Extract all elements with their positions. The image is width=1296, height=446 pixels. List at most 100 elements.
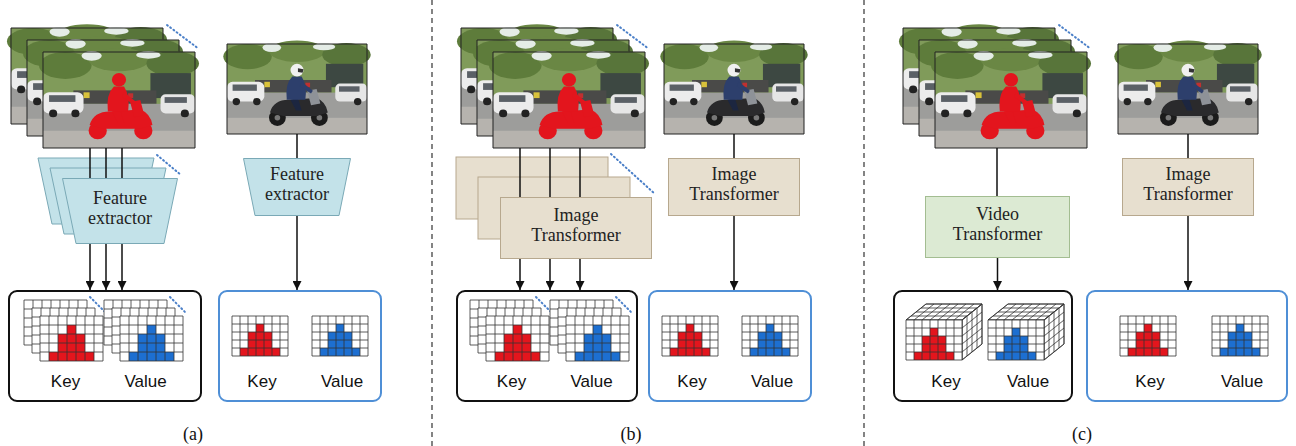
highlight-cell	[58, 334, 67, 343]
car-wheel	[1245, 98, 1252, 105]
highlight-cell	[1012, 352, 1020, 360]
highlight-cell	[930, 328, 938, 336]
grid-line	[147, 316, 148, 361]
grid-line	[486, 325, 549, 326]
value-label: Value	[321, 372, 363, 392]
grid-line	[549, 316, 550, 361]
highlight-cell	[602, 334, 611, 343]
highlight-cell	[1144, 332, 1152, 340]
wheel-hub	[1166, 115, 1172, 120]
helmet-visor	[735, 68, 741, 73]
grid-line	[1252, 316, 1253, 356]
grid-line	[120, 361, 183, 362]
grid-line	[1212, 316, 1213, 356]
car-wheel	[631, 110, 639, 118]
road-foreground	[43, 131, 195, 148]
scooter-detail	[264, 82, 270, 87]
grid-line	[232, 316, 288, 317]
grid-line	[104, 300, 167, 301]
highlight-cell	[129, 352, 138, 361]
grid-line	[174, 316, 175, 361]
grid-line	[962, 320, 963, 360]
highlight-cell	[264, 340, 272, 348]
grid-line	[988, 320, 1044, 321]
grid-line	[1212, 340, 1268, 341]
feature-grid	[742, 316, 798, 356]
highlight-cell	[602, 343, 611, 352]
highlight-cell	[938, 352, 946, 360]
highlight-cell	[611, 352, 620, 361]
highlight-cell	[1244, 332, 1252, 340]
grid-line	[1212, 348, 1268, 349]
feature-grid	[662, 316, 718, 356]
grid-line	[566, 334, 629, 335]
highlight-cell	[76, 334, 85, 343]
grid-line	[782, 316, 783, 356]
feature-extractor: Feature extractor	[243, 158, 351, 216]
grid-line	[1244, 316, 1245, 356]
grid-line	[962, 344, 982, 360]
query-frame	[1114, 40, 1261, 134]
car-wheel	[1073, 110, 1081, 118]
grid-line	[312, 316, 368, 317]
rider-legs	[1181, 98, 1192, 111]
grid-line	[112, 308, 113, 353]
grid-line	[288, 316, 289, 356]
query-frame	[223, 40, 370, 134]
feature-extractor: Feature extractor	[62, 178, 178, 244]
highlight-cell	[602, 352, 611, 361]
grid-line	[566, 352, 629, 353]
memory-key-value-box: KeyValue	[8, 290, 202, 402]
road-foreground	[935, 131, 1087, 148]
highlight-cell	[766, 324, 774, 332]
grid-line	[120, 352, 183, 353]
highlight-cell	[248, 348, 256, 356]
grid-line	[328, 316, 329, 356]
grid-line	[1054, 312, 1055, 352]
highlight-cell	[1228, 348, 1236, 356]
value-label: Value	[1221, 372, 1263, 392]
grid-line	[742, 316, 743, 356]
grid-line	[967, 316, 968, 356]
highlight-cell	[1028, 352, 1036, 360]
highlight-cell	[930, 352, 938, 360]
highlight-cell	[264, 348, 272, 356]
module-label: Feature extractor	[257, 165, 337, 205]
grid-line	[930, 320, 931, 360]
grid-line	[486, 316, 487, 361]
grid-line	[1212, 316, 1268, 317]
grid-line	[1236, 316, 1237, 356]
grid-line	[686, 316, 687, 356]
highlight-cell	[336, 340, 344, 348]
rider-legs	[112, 110, 124, 123]
highlight-cell	[1152, 348, 1160, 356]
highlight-cell	[58, 343, 67, 352]
grid-line	[486, 361, 549, 362]
rider-arm	[572, 92, 586, 104]
highlight-cell	[504, 352, 513, 361]
panel-label: (b)	[621, 424, 642, 445]
grid-line	[344, 316, 345, 356]
grid-line	[742, 332, 798, 333]
highlight-cell	[1004, 336, 1012, 344]
grid-line	[993, 316, 1049, 317]
grid-line	[156, 316, 157, 361]
grid-line	[94, 316, 95, 361]
feature-cube	[988, 304, 1064, 360]
grid-line	[962, 320, 963, 360]
image-transformer: Image Transformer	[1122, 158, 1254, 216]
grid-line	[165, 316, 166, 361]
grid-line	[1260, 316, 1261, 356]
grid-line	[40, 352, 103, 353]
grid-line	[988, 344, 1044, 345]
scooter-detail	[1155, 82, 1161, 87]
highlight-cell	[328, 332, 336, 340]
grid-line	[566, 316, 567, 361]
value-label: Value	[124, 372, 166, 392]
rider-helmet	[112, 73, 126, 86]
highlight-cell	[938, 336, 946, 344]
grid-line	[312, 348, 368, 349]
grid-line	[575, 316, 576, 361]
grid-line	[988, 352, 1044, 353]
